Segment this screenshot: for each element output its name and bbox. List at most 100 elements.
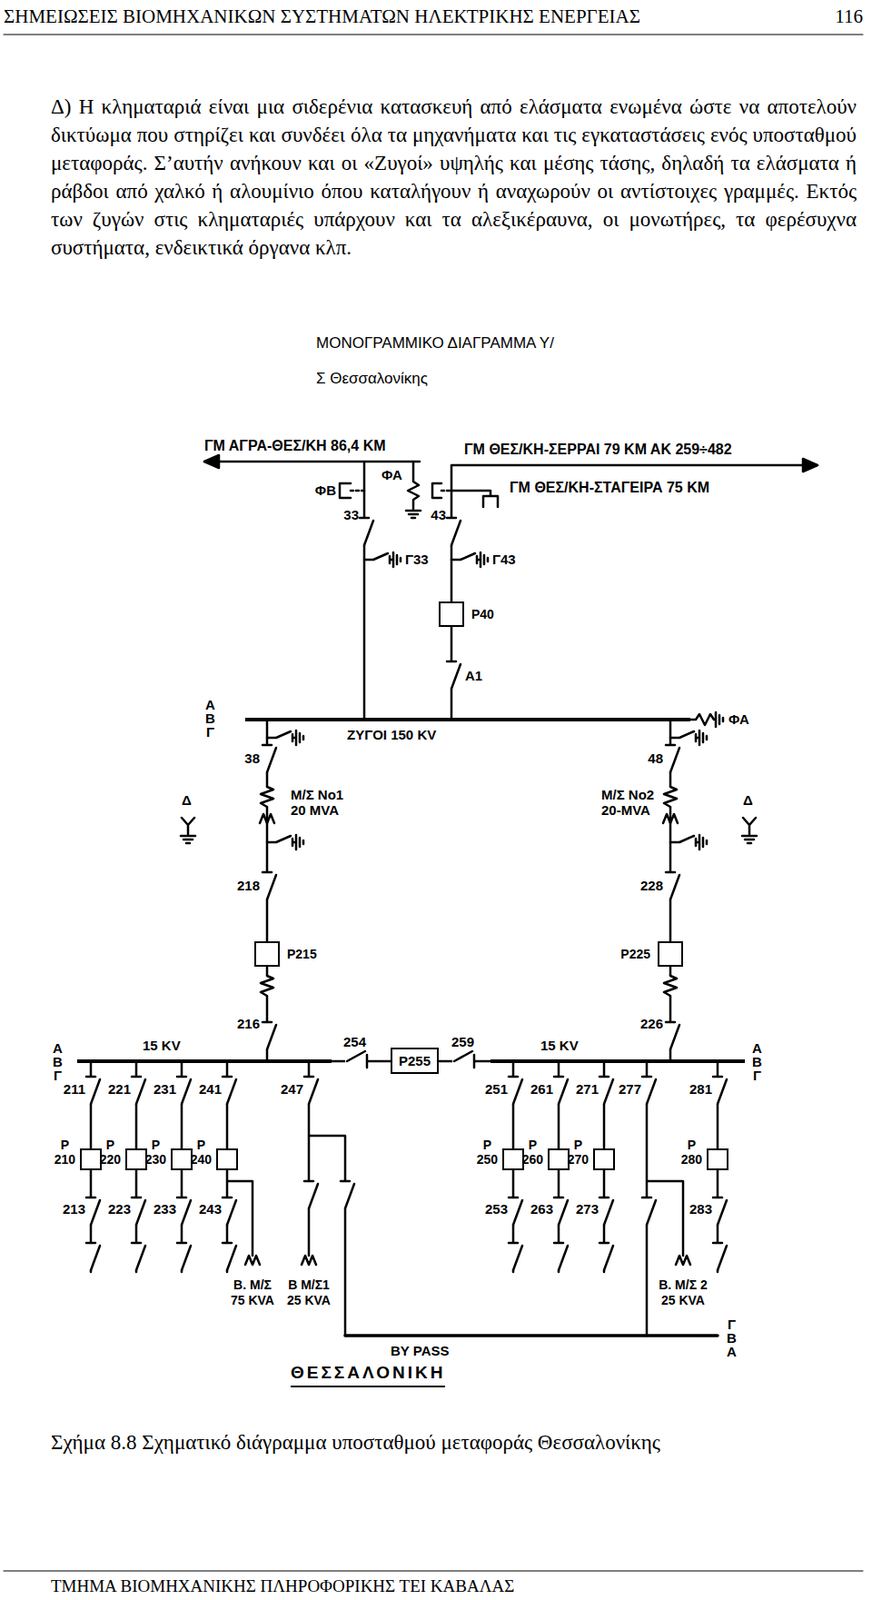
breaker-label: P 250 (476, 1137, 498, 1167)
label-group: 15 KV (142, 1037, 181, 1053)
tie-switch (454, 1050, 475, 1068)
bus-label: 15 KV (540, 1037, 579, 1053)
switch-number: 233 (153, 1200, 177, 1217)
busbar: ΖΥΓΟΙ 150 KV (245, 717, 691, 722)
breaker-box: P40 (438, 601, 465, 627)
disconnect-switch (713, 1197, 727, 1225)
switch-number: 254 (343, 1033, 367, 1050)
disconnect-switch (599, 1242, 614, 1270)
switch-number: 33 (343, 506, 359, 523)
label-group: P 260 (522, 1137, 544, 1167)
switch-number: 231 (153, 1080, 177, 1097)
disconnect-switch (508, 1242, 523, 1270)
disconnect-switch (86, 1242, 100, 1270)
earthing-switch (670, 730, 707, 745)
disconnect-switch (642, 1197, 656, 1225)
breaker-label: P 260 (522, 1137, 544, 1167)
switch-number: 43 (430, 506, 446, 523)
label-group: 15 KV (540, 1037, 579, 1053)
breaker-box: P 240 (216, 1148, 238, 1170)
current-transformer (663, 975, 678, 996)
breaker-label: P225 (620, 946, 651, 962)
disconnect-switch (131, 1197, 146, 1225)
switch-number: Γ43 (492, 551, 516, 567)
switch-number: 228 (640, 877, 664, 893)
disconnect-switch (508, 1076, 523, 1104)
transformer-symbol (301, 1255, 317, 1265)
switch-number: 277 (618, 1080, 642, 1097)
earthing-switch (267, 730, 304, 745)
switch-number: 281 (689, 1080, 713, 1097)
breaker-label: P40 (471, 606, 495, 622)
switch-number: 221 (108, 1080, 131, 1097)
ground-symbol (742, 835, 757, 843)
diagram-title: ΜΟΝΟΓΡΑΜΜΙΚΟ ΔΙΑΓΡΑΜΜΑ Υ/Σ Θεσσαλονίκης (316, 325, 555, 397)
switch-number: 223 (108, 1200, 131, 1217)
busbar: 15 KV (490, 1059, 745, 1063)
disconnect-switch (131, 1242, 146, 1270)
breaker-box: P255 (390, 1047, 439, 1074)
switch-number: 283 (689, 1200, 713, 1217)
phase-label: Α Β Γ (52, 1040, 63, 1082)
disconnect-switch (340, 1180, 355, 1209)
disconnect-switch (599, 1197, 614, 1225)
label-group: P 280 (681, 1137, 703, 1167)
label-group: P215 (287, 946, 318, 962)
current-transformer (259, 975, 275, 996)
disconnect-switch (262, 1021, 277, 1050)
busbar: 15 KV (77, 1059, 332, 1063)
disconnect-switch (642, 1076, 656, 1104)
disconnect-switch (222, 1197, 237, 1225)
switch-number: 226 (640, 1015, 664, 1031)
breaker-box: P 270 (593, 1148, 615, 1170)
aux-transformer-label: Β Μ/Σ1 25 KVA (284, 1277, 334, 1308)
switch-number: 263 (530, 1200, 554, 1217)
device-label: ΦΒ (315, 482, 337, 498)
breaker-box: P225 (657, 941, 684, 967)
page-header: ΣΗΜΕΙΩΣΕΙΣ ΒΙΟΜΗΧΑΝΙΚΩΝ ΣΥΣΤΗΜΑΤΩΝ ΗΛΕΚΤ… (3, 5, 641, 29)
breaker-box: P 280 (706, 1148, 729, 1170)
page-footer: ΤΜΗΜΑ ΒΙΟΜΗΧΑΝΙΚΗΣ ΠΛΗΡΟΦΟΡΙΚΗΣ ΤΕΙ ΚΑΒΑ… (50, 1575, 515, 1596)
breaker-box: P 210 (79, 1148, 102, 1170)
switch-number: Α1 (465, 667, 483, 684)
transformer-symbol (663, 813, 678, 823)
device-label: ΦΑ (728, 711, 750, 727)
disconnect-switch (554, 1242, 568, 1270)
breaker-label: P 230 (145, 1137, 167, 1167)
body-text: Δ) Η κληματαριά είναι μια σιδερένια κατα… (50, 92, 857, 262)
earthing-switch (267, 834, 304, 850)
station-name: ΘΕΣΣΑΛΟΝΙΚΗ (290, 1362, 446, 1388)
switch-number: 259 (451, 1033, 475, 1050)
switch-number: 243 (198, 1200, 222, 1217)
disconnect-switch (713, 1076, 727, 1104)
phase-label: Α Β Γ (205, 697, 216, 739)
aux-transformer-label: Β. Μ/Σ 2 25 KVA (655, 1277, 711, 1308)
label-group: P225 (620, 946, 651, 962)
switch-number: 253 (485, 1200, 508, 1217)
disconnect-switch (665, 872, 680, 900)
bypass-bus (345, 1333, 718, 1338)
aux-transformer-label: Β. Μ/Σ 75 KVA (227, 1277, 278, 1308)
switch-number: 218 (237, 877, 260, 893)
switch-number: 271 (575, 1080, 599, 1097)
transformer-label: Μ/Σ Νο2 20-MVA (601, 786, 660, 819)
label-group: P40 (471, 606, 495, 622)
disconnect-switch (222, 1076, 237, 1104)
switch-number: Γ33 (405, 551, 429, 567)
drawing-group (3, 34, 863, 1571)
disconnect-switch (665, 1021, 680, 1050)
disconnect-switch (262, 744, 277, 773)
disconnect-switch (304, 1076, 318, 1104)
label-group: ΖΥΓΟΙ 150 KV (346, 726, 436, 743)
label-group: P 230 (145, 1137, 167, 1167)
disconnect-switch (554, 1197, 568, 1225)
line-arrowhead (204, 455, 818, 472)
ground-symbol (406, 510, 421, 518)
winding-label: Δ (181, 792, 192, 808)
switch-number: 273 (575, 1200, 599, 1217)
earthing-switch (364, 552, 401, 567)
disconnect-switch (304, 1180, 318, 1209)
disconnect-switch (177, 1076, 191, 1104)
switch-number: 247 (280, 1080, 304, 1097)
